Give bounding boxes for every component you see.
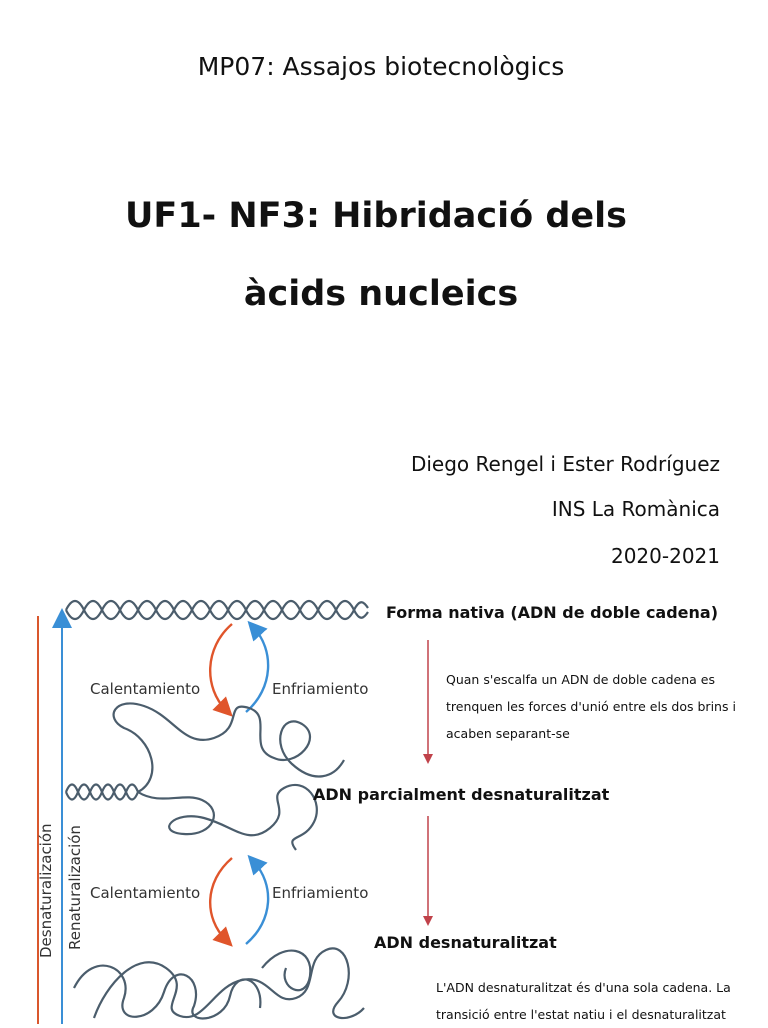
dna-denaturation-diagram: Desnaturalización Renaturalización Calen… <box>37 599 369 1024</box>
cooling-arrow-2 <box>245 854 270 945</box>
unit-title-line2: àcids nucleics <box>243 274 519 314</box>
course-title: MP07: Assajos biotecnològics <box>197 52 565 81</box>
heating-arrow-1 <box>209 623 233 717</box>
denatured-label: ADN desnaturalitzat <box>374 933 557 952</box>
heating-arrow-2 <box>209 857 233 947</box>
flow-arrow-2 <box>423 816 433 926</box>
partial-denatured-label: ADN parcialment desnaturalitzat <box>313 785 610 804</box>
native-form-label: Forma nativa (ADN de doble cadena) <box>386 603 719 622</box>
cooling-label-1: Enfriamiento <box>272 680 368 698</box>
school: INS La Romànica <box>551 497 720 521</box>
academic-year: 2020-2021 <box>610 544 720 568</box>
flow-arrow-1 <box>423 640 433 764</box>
cooling-label-2: Enfriamiento <box>272 884 368 902</box>
double-helix-native <box>65 599 369 621</box>
authors: Diego Rengel i Ester Rodríguez <box>410 452 720 476</box>
native-note: Quan s'escalfa un ADN de doble cadena es… <box>446 672 736 741</box>
denaturation-axis-label: Desnaturalización <box>37 823 55 958</box>
renaturation-axis-label: Renaturalización <box>66 825 84 950</box>
cooling-arrow-1 <box>245 620 270 713</box>
unit-title-line1: UF1- NF3: Hibridació dels <box>125 196 627 236</box>
denatured-single-strands <box>73 947 365 1020</box>
partially-denatured-dna <box>64 702 345 851</box>
denatured-note: L'ADN desnaturalitzat és d'una sola cade… <box>436 980 731 1022</box>
heating-label-2: Calentamiento <box>90 884 200 902</box>
heating-label-1: Calentamiento <box>90 680 200 698</box>
